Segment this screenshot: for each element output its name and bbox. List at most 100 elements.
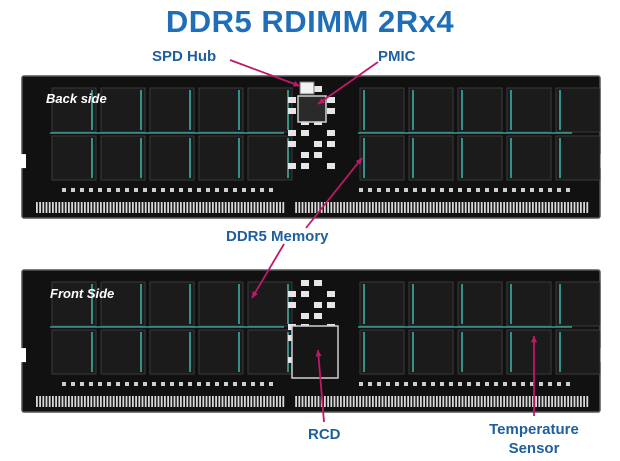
front-board-contact-pin — [336, 396, 339, 407]
back-board-passive — [368, 188, 372, 192]
front-board-contact-pin — [125, 396, 128, 407]
back-board-contact-pin — [71, 202, 73, 213]
back-board-contact-pin — [426, 202, 429, 213]
back-board-passive — [521, 188, 525, 192]
front-board-contact-pin — [164, 396, 166, 407]
front-board-passive — [134, 382, 138, 386]
front-board-passive — [80, 382, 84, 386]
back-board-contact-pin — [365, 202, 368, 213]
back-board-dram-chip — [359, 87, 405, 133]
back-board-contact-pin — [228, 202, 230, 213]
back-board-contact-pin — [186, 202, 189, 213]
back-board-center-component — [288, 130, 296, 136]
back-board-contact-pin — [372, 202, 374, 213]
front-board-contact-pin — [250, 396, 253, 407]
front-board-contact-pin — [448, 396, 451, 407]
front-board-contact-pin — [420, 396, 422, 407]
back-board-passive — [134, 188, 138, 192]
front-board-contact-pin — [301, 396, 304, 407]
back-board-contact-pin — [538, 202, 541, 213]
back-board-contact-pin — [407, 202, 409, 213]
back-board-center-component — [327, 163, 335, 169]
front-board-contact-pin — [503, 396, 505, 407]
front-board-contact-pin — [500, 396, 502, 407]
back-board-passive — [413, 188, 417, 192]
back-board-contact-pin — [362, 202, 365, 213]
back-board-contact-pin — [215, 202, 217, 213]
front-board-contact-pin — [368, 396, 371, 407]
front-board-passive — [503, 382, 507, 386]
back-board-contact-pin — [548, 202, 550, 213]
back-board-contact-pin — [416, 202, 419, 213]
front-board-contact-pin — [311, 396, 313, 407]
back-board-passive — [539, 188, 543, 192]
front-board-contact-pin — [167, 396, 169, 407]
back-board-passive — [458, 188, 462, 192]
back-board-contact-pin — [244, 202, 246, 213]
back-board-contact-pin — [490, 202, 493, 213]
back-board-contact-pin — [554, 202, 557, 213]
back-board-contact-pin — [240, 202, 243, 213]
front-board-contact-pin — [397, 396, 400, 407]
back-board-center-component — [327, 108, 335, 114]
back-board-contact-pin — [522, 202, 525, 213]
back-board-passive — [557, 188, 561, 192]
front-board-contact-pin — [112, 396, 115, 407]
front-board-contact-pin — [464, 396, 467, 407]
front-board-passive — [161, 382, 165, 386]
spd-hub-callout: SPD Hub — [152, 48, 217, 65]
back-board-contact-pin — [208, 202, 211, 213]
back-board-contact-pin — [471, 202, 473, 213]
front-board-contact-pin — [208, 396, 211, 407]
back-board-contact-pin — [512, 202, 515, 213]
back-board-dram-chip — [51, 87, 97, 133]
back-board-contact-pin — [445, 202, 448, 213]
front-board-contact-pin — [272, 396, 275, 407]
front-board-contact-pin — [461, 396, 464, 407]
front-board-contact-pin — [132, 396, 134, 407]
back-board-contact-pin — [122, 202, 125, 213]
back-board-contact-pin — [212, 202, 214, 213]
back-board-contact-pin — [36, 202, 38, 213]
front-board-contact-pin — [541, 396, 544, 407]
back-board-contact-pin — [388, 202, 390, 213]
back-board-passive — [377, 188, 381, 192]
back-board-contact-pin — [87, 202, 89, 213]
back-board-contact-pin — [160, 202, 163, 213]
front-board-contact-pin — [580, 396, 582, 407]
front-board-passive — [107, 382, 111, 386]
back-board-passive — [566, 188, 570, 192]
back-board-contact-pin — [324, 202, 326, 213]
back-board-passive — [269, 188, 273, 192]
front-board-dram-chip — [408, 281, 454, 327]
back-board-contact-pin — [311, 202, 313, 213]
front-board-contact-pin — [426, 396, 429, 407]
back-board-passive — [233, 188, 237, 192]
back-board-contact-pin — [359, 202, 361, 213]
back-board-passive — [386, 188, 390, 192]
front-board-dram-chip — [51, 329, 97, 375]
front-board-contact-pin — [234, 396, 237, 407]
back-board-contact-pin — [368, 202, 371, 213]
back-board-contact-pin — [327, 202, 329, 213]
front-board-contact-pin — [378, 396, 381, 407]
front-board-contact-pin — [512, 396, 515, 407]
back-board-dram-chip — [100, 87, 146, 133]
back-board-contact-pin — [586, 202, 589, 213]
front-board-contact-pin — [116, 396, 118, 407]
front-board-contact-pin — [282, 396, 285, 407]
back-board-contact-pin — [352, 202, 355, 213]
back-board-contact-pin — [58, 202, 61, 213]
back-board-passive — [98, 188, 102, 192]
back-board-contact-pin — [128, 202, 131, 213]
front-board-contact-pin — [576, 396, 579, 407]
front-board-contact-pin — [346, 396, 349, 407]
front-board-passive — [152, 382, 156, 386]
back-board-contact-pin — [154, 202, 157, 213]
front-board-dram-chip — [359, 329, 405, 375]
front-board-contact-pin — [237, 396, 240, 407]
temperature-sensor-callout: Temperature Sensor — [474, 420, 594, 458]
front-board-contact-pin — [429, 396, 432, 407]
back-board-contact-pin — [356, 202, 358, 213]
